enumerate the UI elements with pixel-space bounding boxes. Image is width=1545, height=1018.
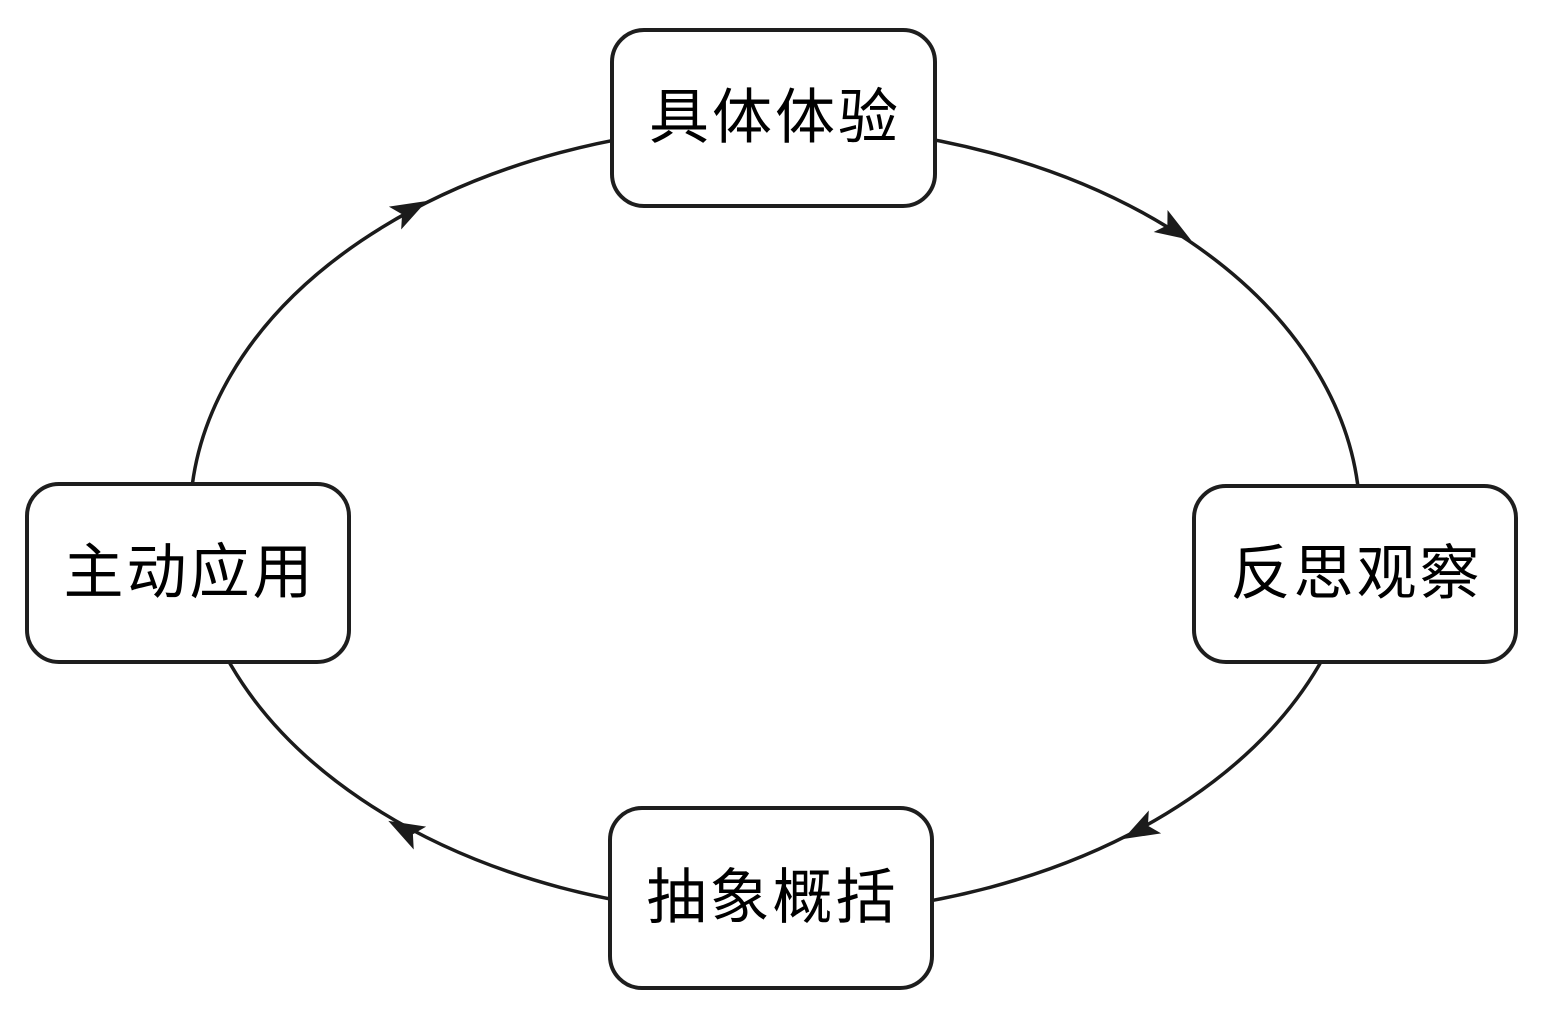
node-active-application-label: 主动应用 bbox=[63, 538, 316, 608]
node-abstract-conceptualization-label: 抽象概括 bbox=[646, 863, 899, 933]
node-reflective-observation-label: 反思观察 bbox=[1230, 539, 1483, 609]
arrowhead-right-to-bottom-icon bbox=[1123, 810, 1162, 840]
arrowhead-top-to-right-icon bbox=[1153, 209, 1192, 241]
node-abstract-conceptualization: 抽象概括 bbox=[608, 806, 934, 990]
node-reflective-observation: 反思观察 bbox=[1192, 484, 1518, 664]
node-active-application: 主动应用 bbox=[25, 482, 351, 664]
node-concrete-experience: 具体体验 bbox=[610, 28, 937, 208]
arrowhead-bottom-to-left-icon bbox=[388, 820, 427, 850]
cycle-ellipse bbox=[188, 123, 1362, 917]
arrowhead-left-to-top-icon bbox=[388, 201, 427, 230]
node-concrete-experience-label: 具体体验 bbox=[649, 83, 901, 153]
